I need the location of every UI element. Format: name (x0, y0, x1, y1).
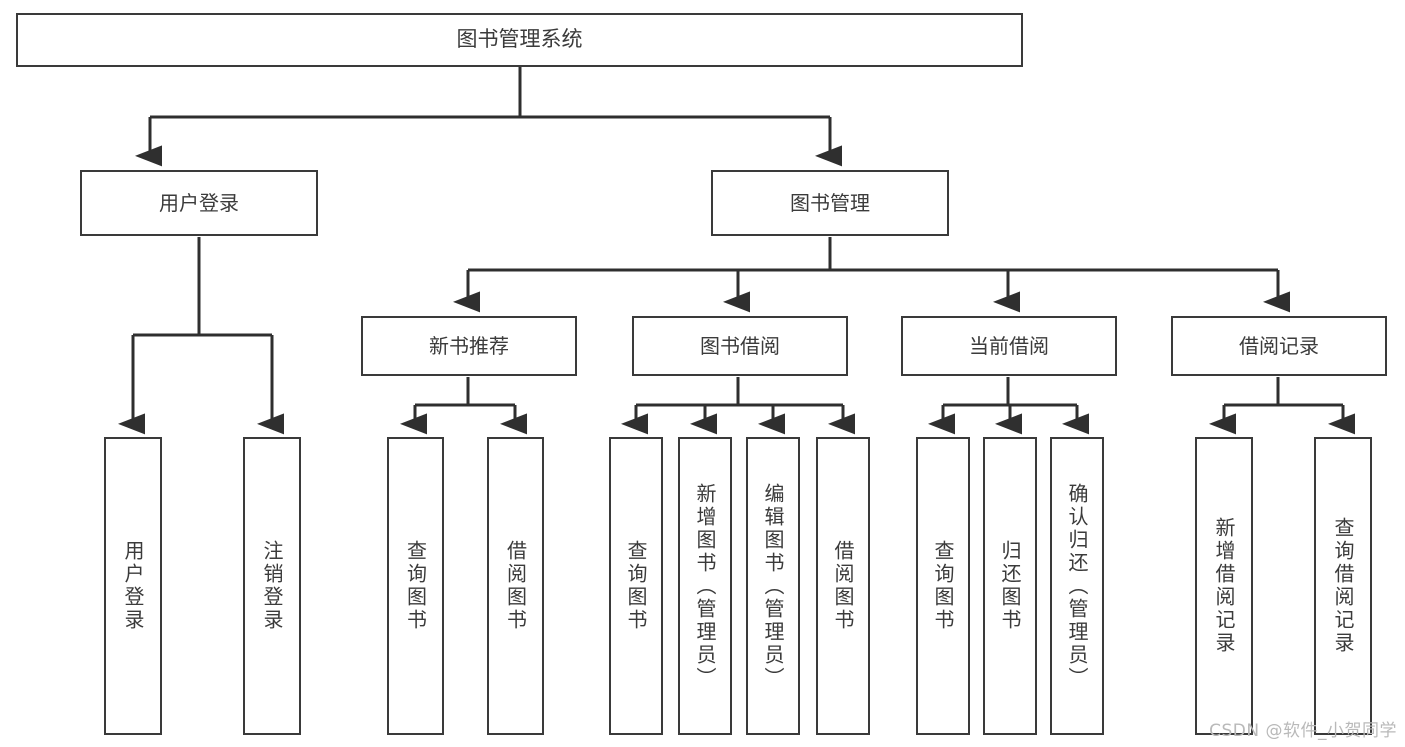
node-label: 图书管理 (790, 190, 870, 215)
leaf-book-borrow-borrow-book[interactable]: 借阅图书 (816, 437, 870, 735)
node-borrow-record[interactable]: 借阅记录 (1171, 316, 1387, 376)
node-label: 查询图书 (931, 540, 955, 632)
node-label: 查询借阅记录 (1331, 517, 1355, 655)
node-label: 查询图书 (403, 540, 428, 632)
node-label: 确认归还（管理员） (1065, 482, 1089, 690)
node-label: 新增图书（管理员） (693, 482, 717, 690)
leaf-book-borrow-add-book[interactable]: 新增图书（管理员） (678, 437, 732, 735)
node-label: 图书管理系统 (456, 27, 583, 52)
node-label: 新增借阅记录 (1212, 517, 1236, 655)
node-root-book-management-system[interactable]: 图书管理系统 (16, 13, 1023, 67)
leaf-current-borrow-return-book[interactable]: 归还图书 (983, 437, 1037, 735)
node-current-borrow[interactable]: 当前借阅 (901, 316, 1117, 376)
leaf-current-borrow-query-book[interactable]: 查询图书 (916, 437, 970, 735)
node-label: 新书推荐 (429, 333, 509, 358)
node-label: 用户登录 (121, 540, 145, 632)
leaf-book-borrow-edit-book[interactable]: 编辑图书（管理员） (746, 437, 800, 735)
node-label: 借阅图书 (503, 540, 528, 632)
node-label: 注销登录 (260, 540, 284, 632)
leaf-current-borrow-confirm-return[interactable]: 确认归还（管理员） (1050, 437, 1104, 735)
leaf-user-login-login[interactable]: 用户登录 (104, 437, 162, 735)
node-new-book-recommend[interactable]: 新书推荐 (361, 316, 577, 376)
node-label: 图书借阅 (700, 333, 780, 358)
csdn-watermark: CSDN @软件_小贺同学 (1209, 721, 1397, 741)
node-label: 借阅记录 (1239, 333, 1319, 358)
node-label: 编辑图书（管理员） (761, 482, 785, 690)
node-book-management[interactable]: 图书管理 (711, 170, 949, 236)
leaf-book-borrow-query-book[interactable]: 查询图书 (609, 437, 663, 735)
leaf-new-book-borrow-book[interactable]: 借阅图书 (487, 437, 544, 735)
leaf-borrow-record-add-record[interactable]: 新增借阅记录 (1195, 437, 1253, 735)
node-label: 用户登录 (159, 190, 239, 215)
node-user-login[interactable]: 用户登录 (80, 170, 318, 236)
node-label: 归还图书 (998, 540, 1022, 632)
node-label: 查询图书 (624, 540, 648, 632)
leaf-borrow-record-query-record[interactable]: 查询借阅记录 (1314, 437, 1372, 735)
leaf-user-login-logout[interactable]: 注销登录 (243, 437, 301, 735)
node-book-borrow[interactable]: 图书借阅 (632, 316, 848, 376)
leaf-new-book-query-book[interactable]: 查询图书 (387, 437, 444, 735)
node-label: 当前借阅 (969, 333, 1049, 358)
node-label: 借阅图书 (831, 540, 855, 632)
